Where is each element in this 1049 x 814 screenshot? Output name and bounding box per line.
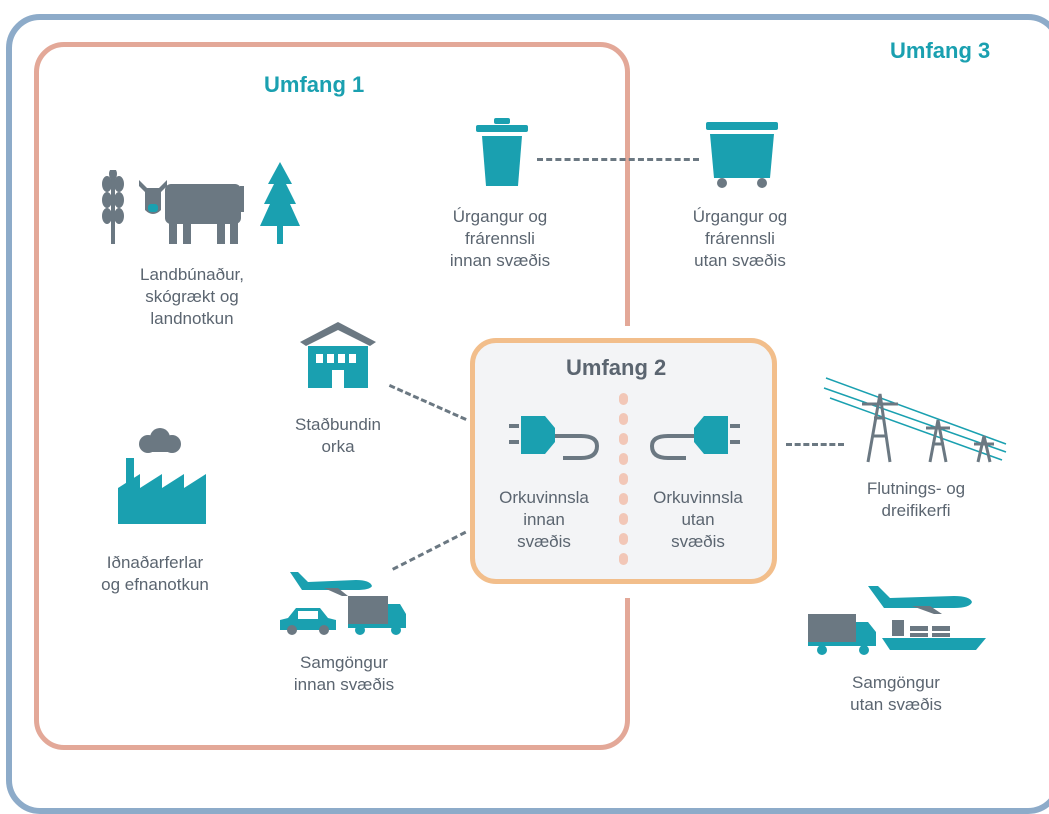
- plane-out-icon: [868, 586, 972, 614]
- divider-dot: [619, 493, 628, 505]
- divider-dot: [619, 393, 628, 405]
- transport-in-label: Samgöngur innan svæðis: [293, 653, 395, 694]
- transport-out-label: Samgöngur utan svæðis: [850, 673, 942, 714]
- grid-label: Flutnings- og dreifikerfi: [866, 479, 966, 520]
- car-icon: [280, 608, 336, 635]
- scope2-title: Umfang 2: [566, 355, 667, 380]
- divider-dot: [619, 473, 628, 485]
- dumpster-icon: [706, 122, 778, 188]
- waste-in-label: Úrgangur og frárennsli innan svæðis: [449, 207, 551, 270]
- building-icon: [300, 322, 376, 388]
- wheat-icon: [102, 170, 124, 244]
- divider-dot: [619, 513, 628, 525]
- divider-dot: [619, 553, 628, 565]
- waste-connector: [537, 158, 699, 161]
- divider-dot: [619, 433, 628, 445]
- energy-in-label: Orkuvinnsla innan svæðis: [499, 488, 589, 551]
- cow-icon: [139, 180, 244, 244]
- waste-out-label: Úrgangur og frárennsli utan svæðis: [692, 207, 788, 270]
- plane-icon: [290, 572, 372, 596]
- grid-connector: [786, 443, 844, 446]
- divider-dot: [619, 413, 628, 425]
- power-tower-icon: [823, 377, 1007, 463]
- scope1-title: Umfang 1: [264, 72, 365, 97]
- truck-out-icon: [808, 614, 876, 655]
- factory-icon: [118, 428, 206, 524]
- industry-label: Iðnaðarferlar og efnanotkun: [101, 553, 209, 594]
- scope3-title: Umfang 3: [890, 38, 991, 63]
- agriculture-label: Landbúnaður, skógrækt og landnotkun: [140, 265, 244, 328]
- plug-out-icon: [649, 416, 740, 460]
- divider-dot: [619, 453, 628, 465]
- tree-icon: [260, 162, 300, 244]
- stationary-energy-label: Staðbundin orka: [294, 415, 382, 456]
- trash-can-icon: [476, 118, 528, 186]
- truck-icon: [348, 596, 406, 635]
- ship-icon: [882, 620, 986, 650]
- energy-out-label: Orkuvinnsla utan svæðis: [653, 488, 743, 551]
- plug-in-icon: [509, 416, 600, 460]
- divider-dot: [619, 533, 628, 545]
